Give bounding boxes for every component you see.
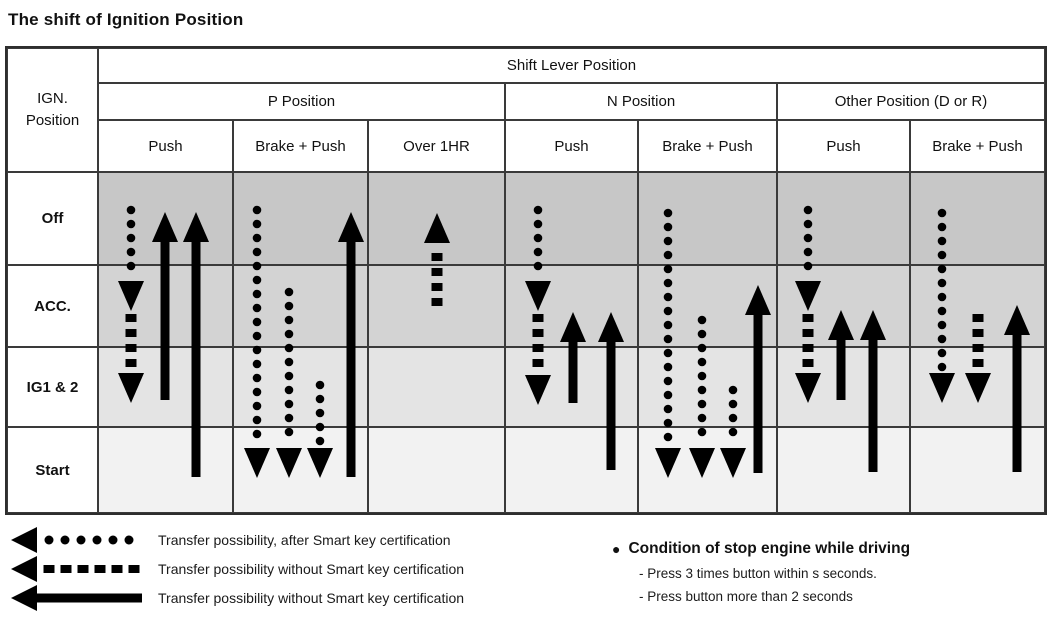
bullet-icon: ● — [612, 541, 621, 557]
dotted-left-arrow-icon — [11, 526, 134, 553]
body-cell-r3-c3 — [505, 427, 638, 513]
row-label-ig1-2: IG1 & 2 — [7, 347, 98, 427]
arrow-solid-left — [11, 584, 142, 611]
body-cell-r2-c5 — [777, 347, 910, 427]
body-cell-r3-c0 — [98, 427, 233, 513]
arrow-dotted-left — [11, 526, 134, 553]
body-cell-r0-c2 — [368, 172, 505, 265]
dashed-left-arrow-icon — [11, 555, 140, 582]
body-cell-r3-c5 — [777, 427, 910, 513]
corner-header-ign-position: IGN. Position — [7, 48, 98, 172]
header-other-brake-push: Brake + Push — [910, 120, 1045, 172]
legend-item-dashed: Transfer possibility without Smart key c… — [6, 555, 465, 582]
header-n-push: Push — [505, 120, 638, 172]
body-cell-r0-c4 — [638, 172, 777, 265]
body-cell-r0-c0 — [98, 172, 233, 265]
corner-header-line2: Position — [25, 112, 80, 129]
legend-label-dashed: Transfer possibility without Smart key c… — [158, 560, 465, 577]
header-other-push: Push — [777, 120, 910, 172]
body-cell-r2-c2 — [368, 347, 505, 427]
notes-title: ● Condition of stop engine while driving — [612, 540, 910, 558]
body-cell-r1-c3 — [505, 265, 638, 347]
ignition-table: IGN. Position Shift Lever Position P Pos… — [5, 46, 1047, 515]
body-cell-r2-c6 — [910, 347, 1045, 427]
header-n-position: N Position — [505, 83, 777, 120]
notes-item-2: - Press button more than 2 seconds — [639, 589, 853, 604]
body-cell-r0-c5 — [777, 172, 910, 265]
legend-label-solid: Transfer possibility without Smart key c… — [158, 589, 465, 606]
row-label-off: Off — [7, 172, 98, 265]
header-p-push: Push — [98, 120, 233, 172]
notes-item-1: - Press 3 times button within s seconds. — [639, 566, 877, 581]
body-cell-r0-c1 — [233, 172, 368, 265]
header-p-brake-push: Brake + Push — [233, 120, 368, 172]
header-other-position: Other Position (D or R) — [777, 83, 1045, 120]
body-cell-r2-c1 — [233, 347, 368, 427]
body-cell-r1-c4 — [638, 265, 777, 347]
header-shift-lever-position: Shift Lever Position — [98, 48, 1045, 83]
body-cell-r2-c4 — [638, 347, 777, 427]
legend-item-solid: Transfer possibility without Smart key c… — [6, 584, 465, 611]
corner-header-line1: IGN. — [37, 89, 68, 107]
body-cell-r2-c3 — [505, 347, 638, 427]
header-n-brake-push: Brake + Push — [638, 120, 777, 172]
body-cell-r1-c2 — [368, 265, 505, 347]
body-cell-r3-c2 — [368, 427, 505, 513]
row-label-start: Start — [7, 427, 98, 513]
body-cell-r2-c0 — [98, 347, 233, 427]
body-cell-r3-c4 — [638, 427, 777, 513]
notes-title-text: Condition of stop engine while driving — [628, 540, 911, 557]
body-cell-r3-c6 — [910, 427, 1045, 513]
body-cell-r3-c1 — [233, 427, 368, 513]
arrow-dashed-left — [11, 555, 140, 582]
body-cell-r0-c6 — [910, 172, 1045, 265]
legend-item-dotted: Transfer possibility, after Smart key ce… — [6, 526, 464, 553]
body-cell-r1-c0 — [98, 265, 233, 347]
stop-engine-notes: ● Condition of stop engine while driving… — [612, 540, 910, 604]
solid-left-arrow-icon — [11, 584, 142, 611]
header-p-over-1hr: Over 1HR — [368, 120, 505, 172]
body-cell-r1-c6 — [910, 265, 1045, 347]
body-cell-r0-c3 — [505, 172, 638, 265]
page-title: The shift of Ignition Position — [8, 10, 244, 29]
legend-label-dotted: Transfer possibility, after Smart key ce… — [158, 531, 451, 548]
header-p-position: P Position — [98, 83, 505, 120]
row-label-acc: ACC. — [7, 265, 98, 347]
body-cell-r1-c1 — [233, 265, 368, 347]
legend: Transfer possibility, after Smart key ce… — [6, 526, 465, 614]
body-cell-r1-c5 — [777, 265, 910, 347]
